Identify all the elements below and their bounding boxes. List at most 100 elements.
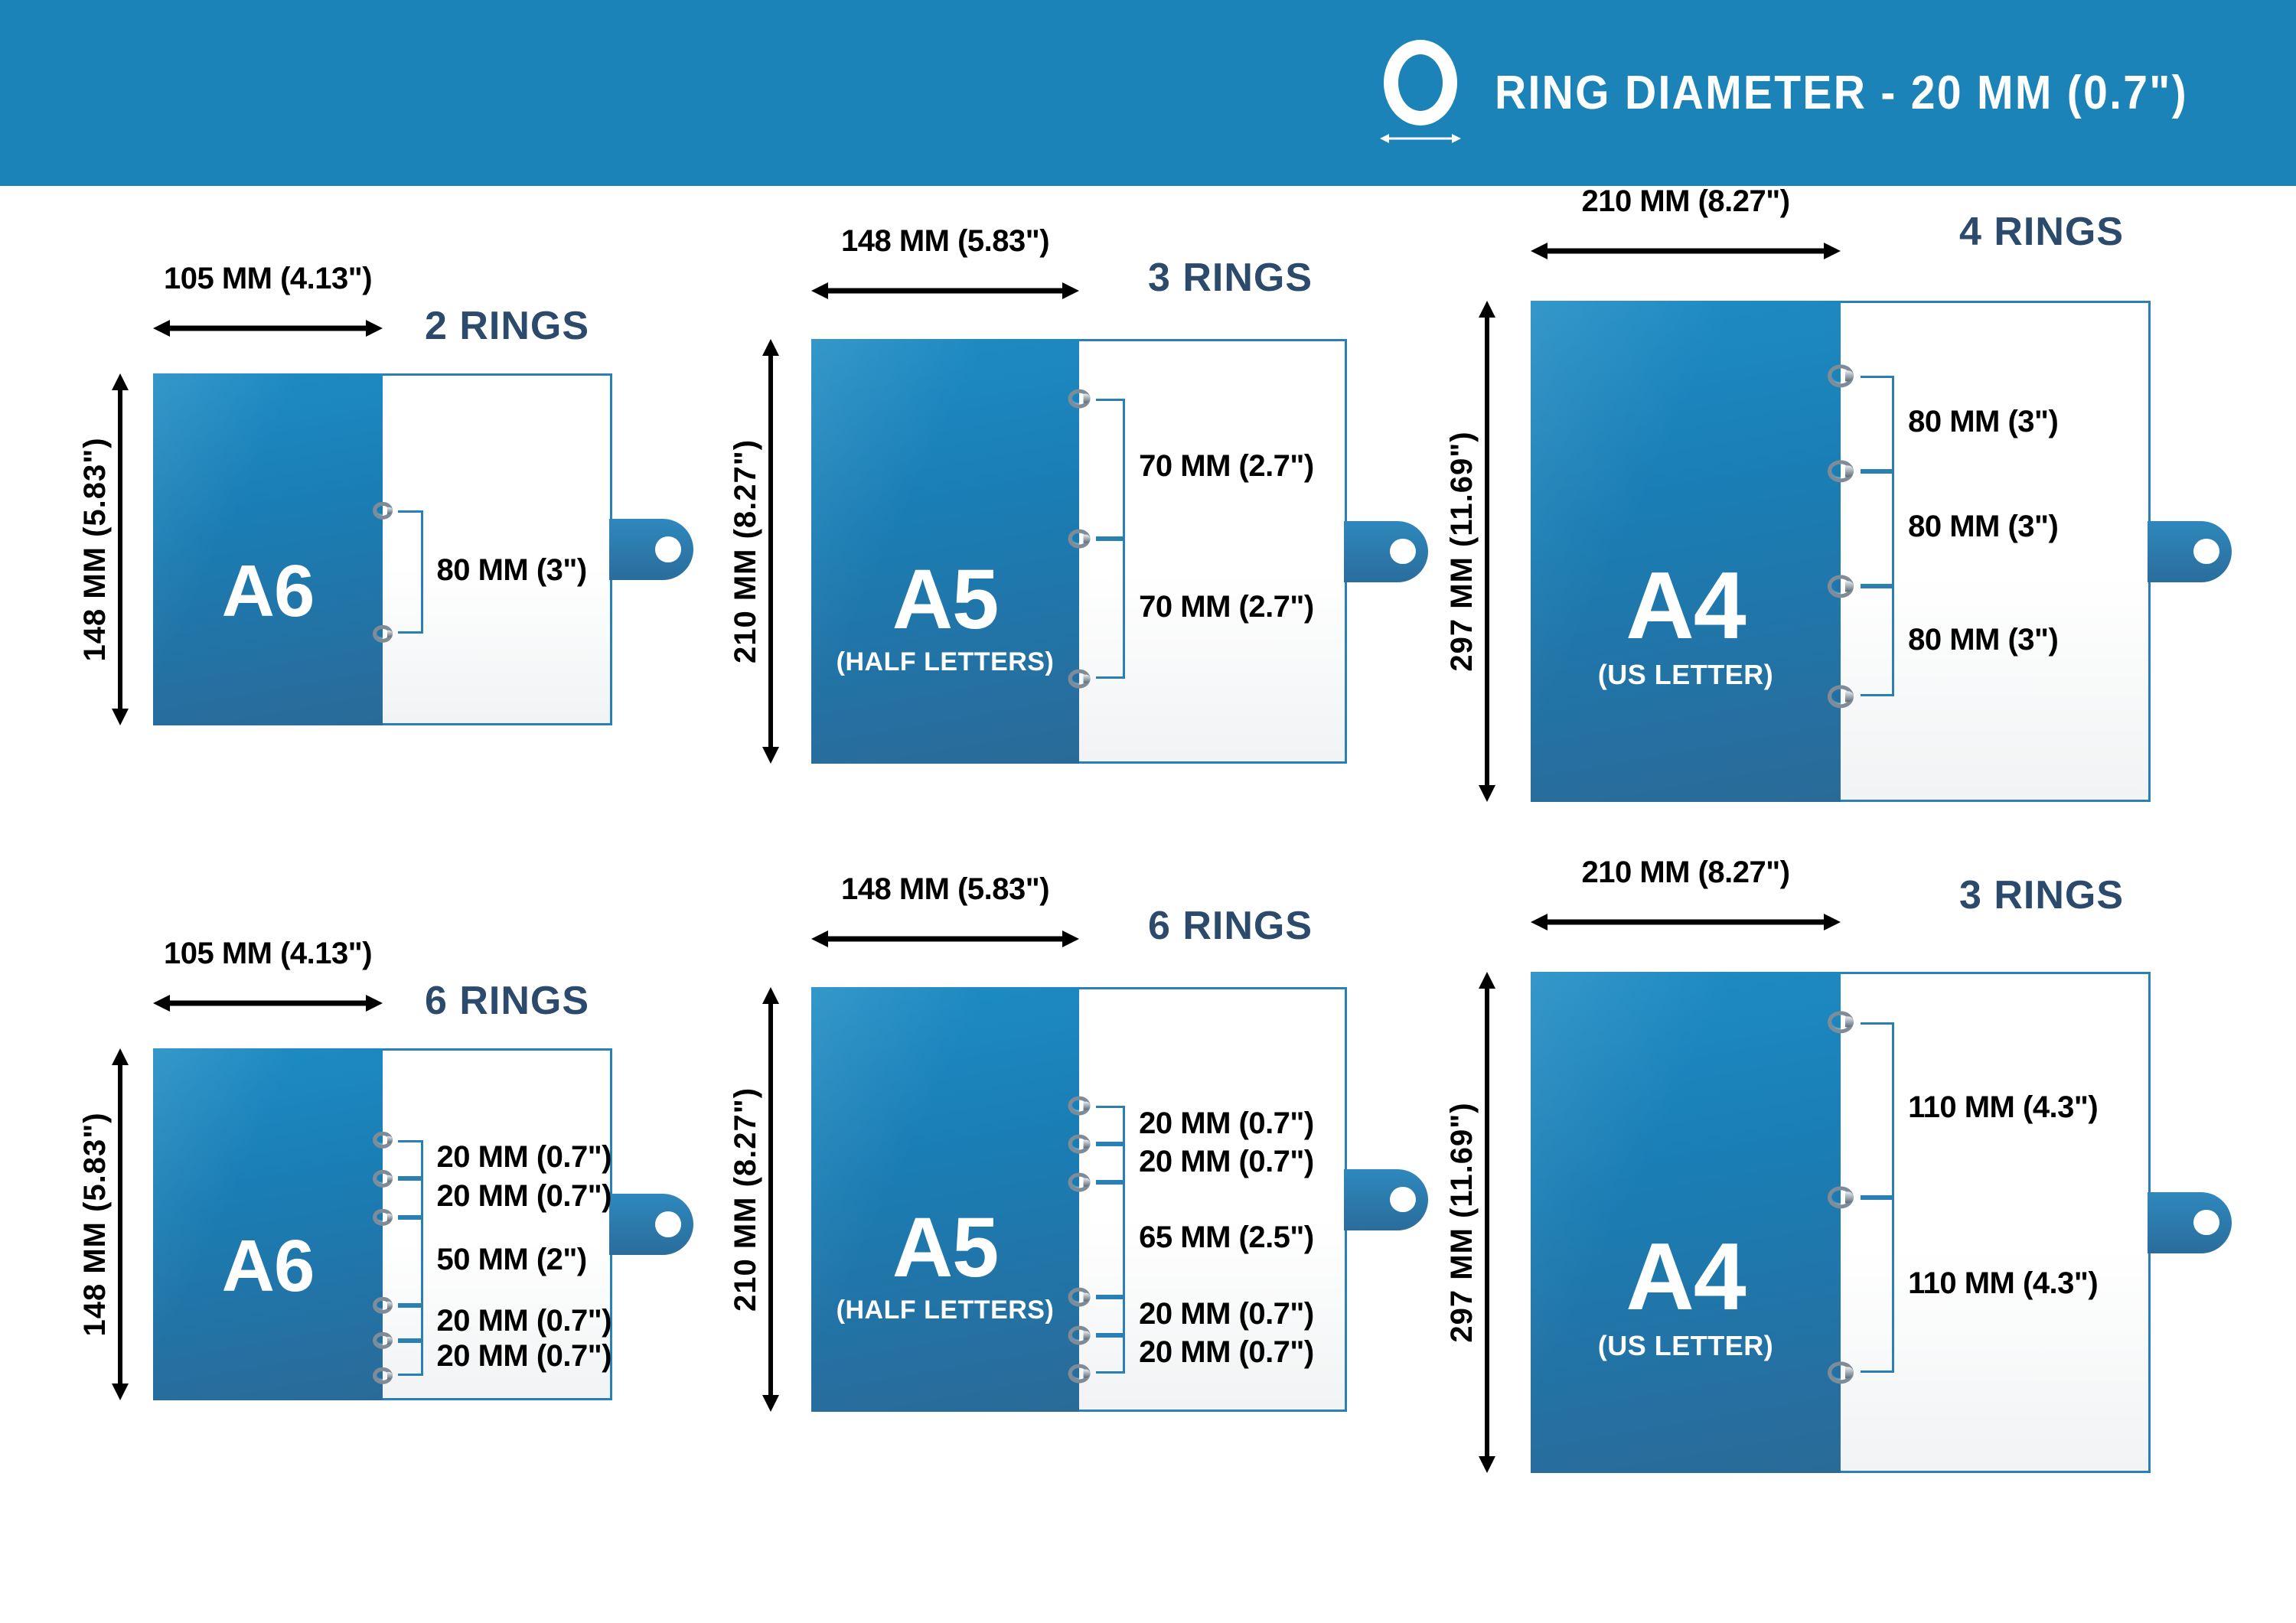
binder-ring — [373, 1296, 393, 1314]
binder-ring — [1827, 1361, 1854, 1384]
ring-gap-bracket — [397, 1340, 423, 1376]
ring-gap-bracket — [397, 1217, 423, 1305]
binder-cover — [153, 373, 383, 725]
binder-cover — [153, 1048, 383, 1400]
width-dimension-arrow — [1531, 243, 1841, 259]
ring-gap-bracket — [1095, 1106, 1126, 1145]
binder-ring — [1068, 389, 1091, 409]
width-dimension-arrow — [811, 282, 1079, 299]
ring-gap-bracket — [1860, 376, 1895, 471]
ring-gap-label: 80 MM (3") — [1908, 510, 2059, 544]
ring-gap-label: 80 MM (3") — [1908, 404, 2059, 438]
width-dimension-arrow — [811, 930, 1079, 947]
binder-cover — [1531, 301, 1841, 802]
ring-gap-label: 20 MM (0.7") — [436, 1339, 612, 1373]
binder-ring — [373, 1367, 393, 1384]
height-dimension-arrow — [112, 373, 129, 725]
ring-gap-bracket — [1860, 1022, 1895, 1198]
ring-gap-label: 20 MM (0.7") — [1139, 1144, 1314, 1178]
ring-gap-bracket — [1095, 1335, 1126, 1374]
binder-cover — [811, 987, 1079, 1412]
ring-gap-label: 50 MM (2") — [436, 1242, 588, 1276]
ring-gap-label: 80 MM (3") — [436, 553, 588, 588]
width-dimension-label: 148 MM (5.83") — [840, 224, 1050, 258]
header-content: RING DIAMETER - 20 MM (0.7") — [1375, 39, 2249, 147]
binder-ring — [1827, 364, 1854, 387]
binder-ring — [373, 1170, 393, 1188]
ring-gap-bracket — [1860, 586, 1895, 697]
ring-gap-label: 110 MM (4.3") — [1908, 1090, 2099, 1125]
closure-tab — [1344, 1168, 1428, 1230]
binder-ring — [373, 1331, 393, 1349]
closure-tab-hole — [655, 1211, 681, 1237]
closure-tab — [2148, 1191, 2232, 1253]
width-dimension-label: 105 MM (4.13") — [163, 262, 373, 295]
binder-ring — [1068, 1172, 1091, 1192]
closure-tab-hole — [2193, 538, 2219, 565]
width-dimension-label: 210 MM (8.27") — [1581, 855, 1790, 889]
ring-gap-label: 80 MM (3") — [1908, 622, 2059, 657]
ring-gap-label: 20 MM (0.7") — [1139, 1335, 1314, 1370]
width-dimension-arrow — [153, 995, 383, 1012]
ring-gap-label: 20 MM (0.7") — [436, 1140, 612, 1175]
ring-gap-label: 20 MM (0.7") — [436, 1304, 612, 1338]
binder-ring — [373, 1131, 393, 1149]
closure-tab-hole — [2193, 1209, 2219, 1236]
binder-ring — [1827, 685, 1854, 709]
binder-ring — [1827, 1010, 1854, 1034]
rings-count-title: 6 RINGS — [1148, 904, 1313, 948]
ring-gap-bracket — [397, 510, 423, 634]
binder-ring — [1068, 1287, 1091, 1307]
height-dimension-label: 297 MM (11.69") — [1445, 431, 1479, 672]
ring-gap-label: 70 MM (2.7") — [1139, 589, 1314, 624]
double-arrow-horizontal-icon — [1380, 133, 1462, 143]
binder-body: A6 — [153, 373, 612, 725]
binder-body: A4(US LETTER) — [1531, 972, 2151, 1473]
ring-gap-bracket — [1095, 398, 1126, 539]
ring-gap-label: 110 MM (4.3") — [1908, 1266, 2099, 1300]
height-dimension-label: 210 MM (8.27") — [729, 1087, 762, 1312]
width-dimension-label: 105 MM (4.13") — [163, 937, 373, 970]
rings-count-title: 6 RINGS — [425, 979, 590, 1023]
width-dimension-label: 148 MM (5.83") — [840, 872, 1050, 906]
ring-gap-label: 20 MM (0.7") — [436, 1178, 612, 1213]
ring-gap-bracket — [1095, 1144, 1126, 1183]
binder-ring — [373, 625, 393, 643]
ring-gap-label: 20 MM (0.7") — [1139, 1297, 1314, 1331]
header-bar: RING DIAMETER - 20 MM (0.7") — [0, 0, 2296, 186]
ring-gap-label: 70 MM (2.7") — [1139, 449, 1314, 484]
height-dimension-label: 297 MM (11.69") — [1445, 1102, 1479, 1343]
closure-tab-hole — [655, 536, 681, 562]
binder-ring — [1068, 1364, 1091, 1383]
binder-ring — [1068, 1096, 1091, 1116]
closure-tab-hole — [1390, 538, 1416, 565]
ring-gap-bracket — [397, 1305, 423, 1341]
ring-gap-bracket — [1095, 1182, 1126, 1298]
ring-gap-bracket — [1095, 538, 1126, 679]
ring-gap-label: 65 MM (2.5") — [1139, 1221, 1314, 1255]
width-dimension-arrow — [1531, 914, 1841, 930]
binder-ring — [1068, 529, 1091, 549]
rings-count-title: 4 RINGS — [1959, 210, 2125, 254]
ring-gap-bracket — [1860, 471, 1895, 587]
ring-outline-icon — [1375, 39, 1466, 147]
binder-ring — [1068, 1134, 1091, 1154]
height-dimension-arrow — [762, 987, 779, 1412]
height-dimension-label: 148 MM (5.83") — [78, 1112, 112, 1337]
width-dimension-label: 210 MM (8.27") — [1581, 184, 1790, 218]
binder-ring — [1827, 575, 1854, 598]
height-dimension-arrow — [1479, 972, 1495, 1473]
height-dimension-label: 210 MM (8.27") — [729, 438, 762, 664]
page-title: RING DIAMETER - 20 MM (0.7") — [1495, 67, 2189, 119]
closure-tab-hole — [1390, 1186, 1416, 1213]
binder-ring — [1827, 1186, 1854, 1209]
rings-count-title: 2 RINGS — [425, 304, 590, 348]
width-dimension-arrow — [153, 320, 383, 337]
binder-ring — [1068, 1325, 1091, 1345]
ring-circle-shape — [1384, 39, 1458, 125]
